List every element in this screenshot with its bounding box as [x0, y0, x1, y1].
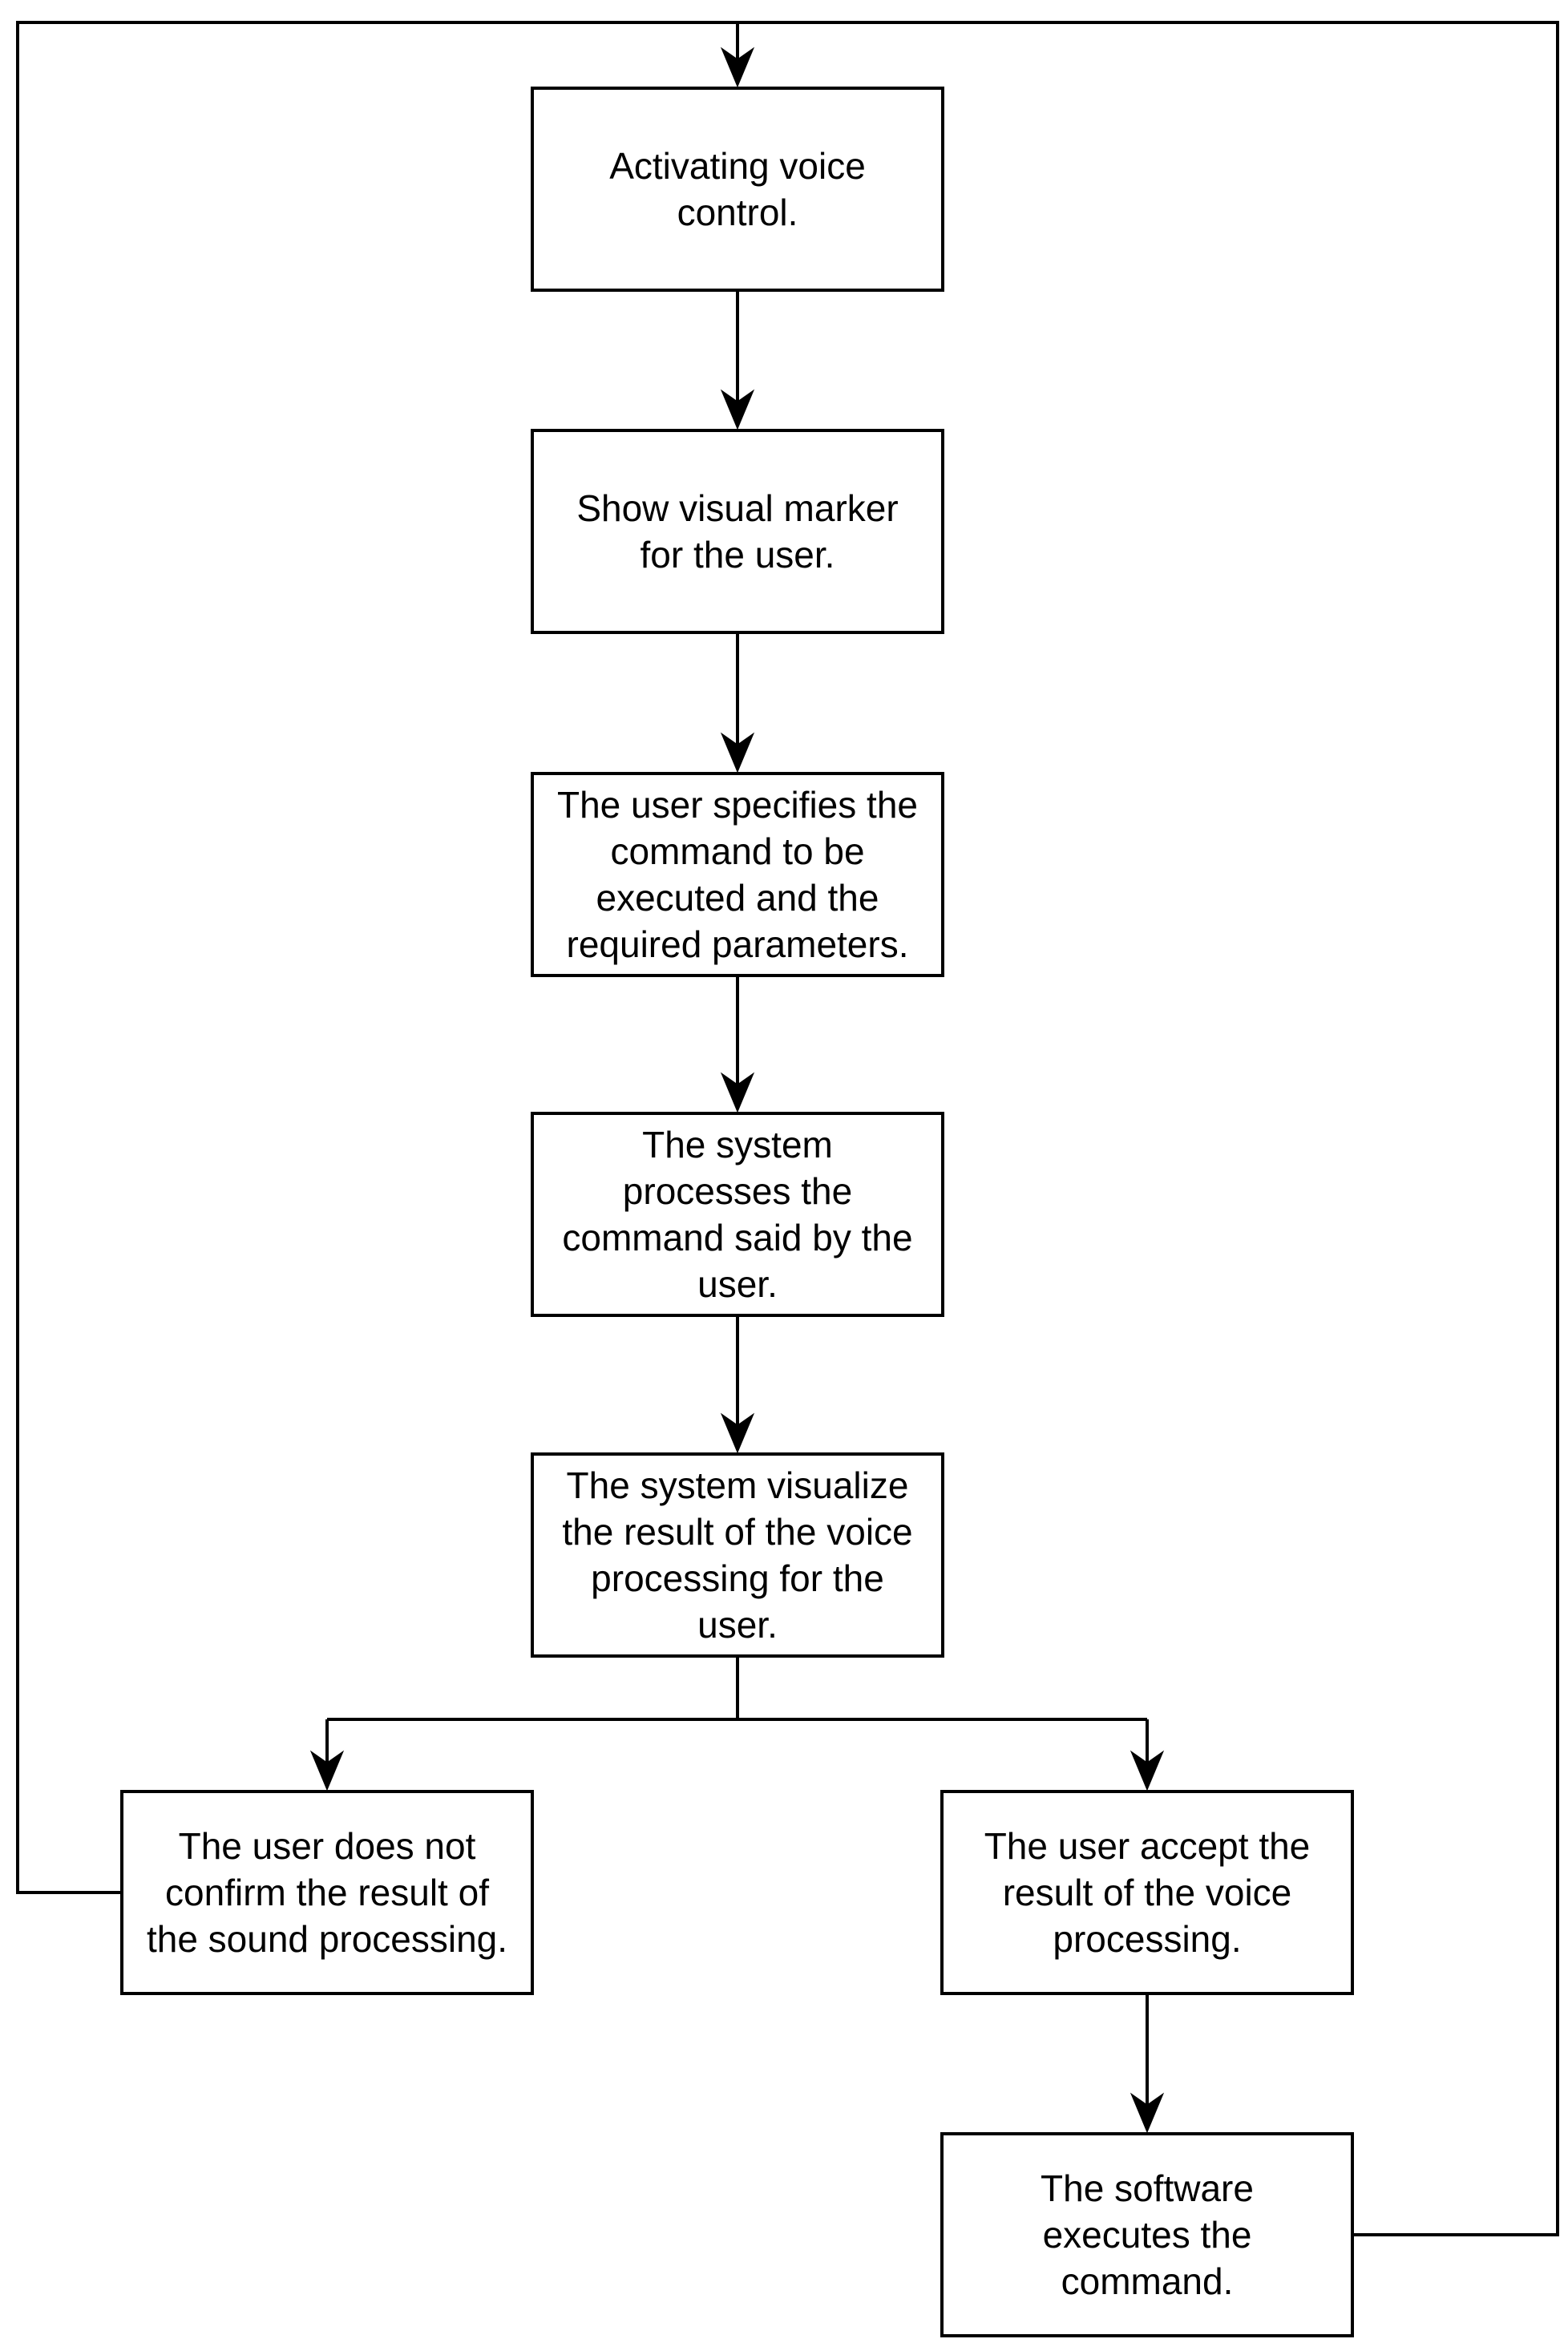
node-user-accepts-result: The user accept the result of the voice … [940, 1790, 1354, 1995]
arrowhead-into-not-confirm [309, 1750, 345, 1792]
arrowhead-into-activating [720, 46, 755, 88]
arrowhead-into-execute [1130, 2092, 1165, 2134]
node-system-visualizes-result: The system visualize the result of the v… [531, 1452, 944, 1658]
node-label-software-executes-command: The software executes the command. [1041, 2167, 1254, 2302]
node-label-user-does-not-confirm: The user does not confirm the result of … [146, 1825, 508, 1960]
node-user-does-not-confirm: The user does not confirm the result of … [120, 1790, 534, 1995]
node-system-processes-command: The system processes the command said by… [531, 1112, 944, 1317]
node-show-visual-marker: Show visual marker for the user. [531, 429, 944, 634]
node-label-show-visual-marker: Show visual marker for the user. [576, 487, 899, 576]
edge-feedback-loop [16, 21, 1559, 2236]
node-label-activating-voice-control: Activating voice control. [609, 145, 866, 233]
node-label-user-specifies-command: The user specifies the command to be exe… [556, 784, 918, 965]
arrowhead-into-specify [720, 732, 755, 774]
node-label-user-accepts-result: The user accept the result of the voice … [984, 1825, 1311, 1960]
arrowhead-into-visualize [720, 1412, 755, 1454]
arrowhead-into-accept [1130, 1750, 1165, 1792]
node-label-system-visualizes-result: The system visualize the result of the v… [562, 1464, 913, 1646]
arrowhead-into-marker [720, 389, 755, 430]
node-label-system-processes-command: The system processes the command said by… [562, 1124, 913, 1305]
node-user-specifies-command: The user specifies the command to be exe… [531, 772, 944, 977]
node-activating-voice-control: Activating voice control. [531, 87, 944, 292]
arrowhead-into-process [720, 1072, 755, 1113]
node-software-executes-command: The software executes the command. [940, 2132, 1354, 2337]
